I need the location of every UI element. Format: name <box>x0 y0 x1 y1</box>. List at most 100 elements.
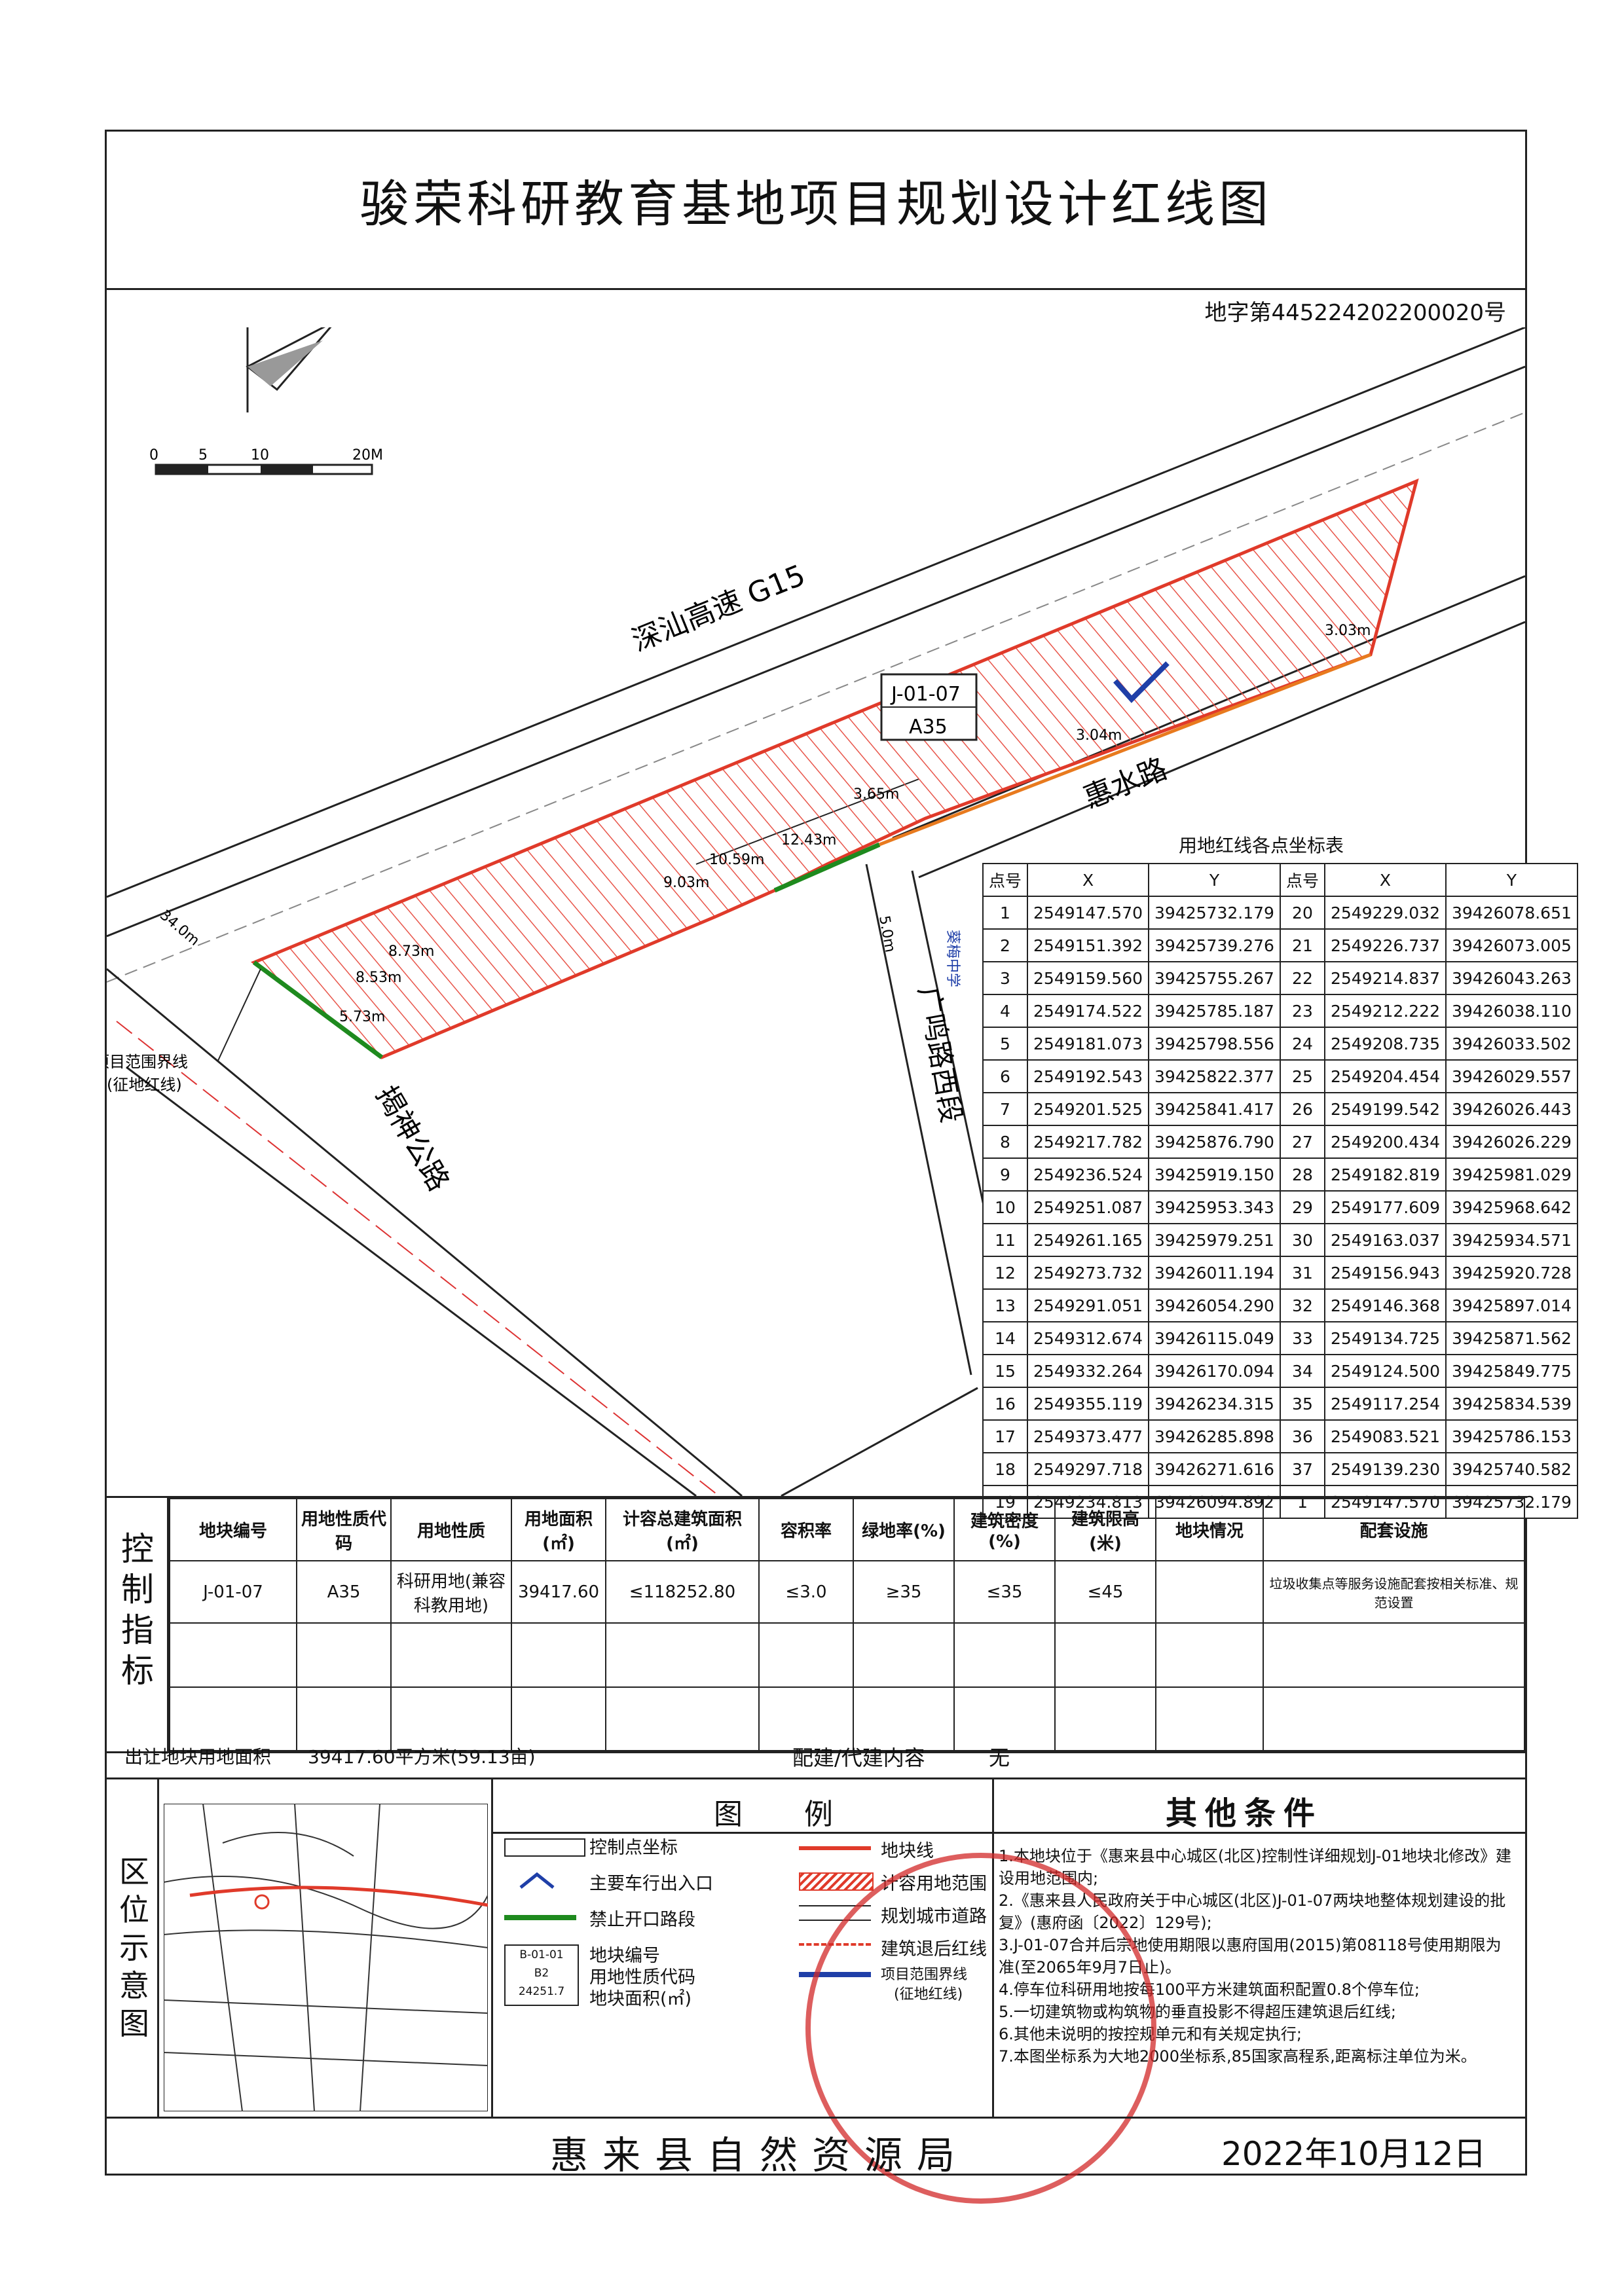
coord-cell: 39426285.898 <box>1148 1419 1281 1453</box>
coord-cell: 2549139.230 <box>1323 1452 1447 1486</box>
coord-cell: 2549212.222 <box>1323 994 1447 1028</box>
coord-cell: 2549163.037 <box>1323 1223 1447 1257</box>
coord-cell: 31 <box>1279 1256 1325 1290</box>
ctrl-header: 用地性质代码 <box>296 1498 392 1561</box>
coord-cell: 39426038.110 <box>1445 994 1578 1028</box>
coord-cell: 25 <box>1279 1059 1325 1093</box>
footer-authority: 惠来县自然资源局 <box>550 2133 970 2178</box>
coord-cell: 39426043.263 <box>1445 961 1578 995</box>
coord-cell: 9 <box>982 1157 1029 1192</box>
coord-cell: 39425919.150 <box>1148 1157 1281 1192</box>
coord-cell: 39425786.153 <box>1445 1419 1578 1453</box>
coord-header: X <box>1027 863 1150 897</box>
ctrl-cell: 科研用地(兼容科教用地) <box>390 1560 512 1624</box>
coord-cell: 2549177.609 <box>1323 1190 1447 1224</box>
coord-cell: 28 <box>1279 1157 1325 1192</box>
boundary-note-sub: (征地红线) <box>107 1076 182 1094</box>
sample-area: 24251.7 <box>518 1985 565 1998</box>
ctrl-header: 地块情况 <box>1155 1498 1264 1561</box>
coord-cell: 2549373.477 <box>1027 1419 1150 1453</box>
parcel-use: A35 <box>909 716 948 738</box>
coord-cell: 2549229.032 <box>1323 896 1447 930</box>
coord-cell: 39425740.582 <box>1445 1452 1578 1486</box>
ctrl-cell: ≤45 <box>1054 1560 1156 1624</box>
ctrl-header: 计容总建筑面积(㎡) <box>605 1498 760 1561</box>
divider <box>105 288 1527 290</box>
no-opening-icon <box>504 1915 576 1920</box>
coord-cell: 39425834.539 <box>1445 1387 1578 1421</box>
scale-label-20m: 20M <box>352 447 383 464</box>
coord-cell: 39425897.014 <box>1445 1288 1578 1322</box>
vehicle-entrance-icon <box>1113 661 1170 703</box>
coord-cell: 34 <box>1279 1354 1325 1388</box>
coord-cell: 2549156.943 <box>1323 1256 1447 1290</box>
coord-cell: 10 <box>982 1190 1029 1224</box>
ctrl-header: 建筑密度(%) <box>953 1498 1056 1561</box>
dim-label: 10.59m <box>709 852 764 868</box>
ctrl-header: 用地面积(㎡) <box>511 1498 606 1561</box>
dim-label: 9.03m <box>663 875 709 891</box>
coord-cell: 39426026.229 <box>1445 1125 1578 1159</box>
coord-cell: 33 <box>1279 1321 1325 1355</box>
dim-label: 34.0m <box>157 907 202 949</box>
coord-cell: 39425953.343 <box>1148 1190 1281 1224</box>
coord-cell: 39426033.502 <box>1445 1027 1578 1061</box>
coord-cell: 23 <box>1279 994 1325 1028</box>
transfer-extra-value: 无 <box>989 1745 1010 1770</box>
dim-label: 3.04m <box>1076 727 1122 744</box>
buildable-area-icon <box>799 1872 874 1891</box>
coord-cell: 26 <box>1279 1092 1325 1126</box>
ctrl-cell: J-01-07 <box>169 1560 297 1624</box>
transfer-extra-label: 配建/代建内容 <box>792 1745 925 1770</box>
land-number: 地字第445224202200020号 <box>1204 300 1506 326</box>
coord-cell: 2549181.073 <box>1027 1027 1150 1061</box>
coord-cell: 2549174.522 <box>1027 994 1150 1028</box>
coord-cell: 6 <box>982 1059 1029 1093</box>
coord-cell: 39426271.616 <box>1148 1452 1281 1486</box>
ctrl-cell: 垃圾收集点等服务设施配套按相关标准、规范设置 <box>1263 1560 1525 1624</box>
coord-cell: 2549273.732 <box>1027 1256 1150 1290</box>
coord-cell: 39426170.094 <box>1148 1354 1281 1388</box>
coord-cell: 39426029.557 <box>1445 1059 1578 1093</box>
coord-cell: 30 <box>1279 1223 1325 1257</box>
coord-cell: 22 <box>1279 961 1325 995</box>
coord-cell: 39426115.049 <box>1148 1321 1281 1355</box>
coord-cell: 2549214.837 <box>1323 961 1447 995</box>
coord-cell: 39425934.571 <box>1445 1223 1578 1257</box>
coord-cell: 2549146.368 <box>1323 1288 1447 1322</box>
coord-cell: 39425739.276 <box>1148 928 1281 962</box>
conditions-title: 其他条件 <box>1166 1795 1323 1832</box>
coord-cell: 35 <box>1279 1387 1325 1421</box>
guangming-road <box>781 864 1018 1496</box>
location-marker-icon <box>254 1894 270 1910</box>
coord-cell: 2549083.521 <box>1323 1419 1447 1453</box>
coord-cell: 39425822.377 <box>1148 1059 1281 1093</box>
coord-cell: 2549332.264 <box>1027 1354 1150 1388</box>
coord-cell: 8 <box>982 1125 1029 1159</box>
legend-title: 图 例 <box>714 1798 859 1831</box>
coord-cell: 39425968.642 <box>1445 1190 1578 1224</box>
coord-cell: 39425798.556 <box>1148 1027 1281 1061</box>
legend-use-code: 用地性质代码 <box>589 1967 695 1988</box>
legend-no-opening: 禁止开口路段 <box>589 1910 695 1930</box>
ctrl-cell: ≥35 <box>853 1560 955 1624</box>
coord-cell: 2549151.392 <box>1027 928 1150 962</box>
coord-header: Y <box>1148 863 1281 897</box>
ctrl-cell: ≤35 <box>953 1560 1056 1624</box>
coord-cell: 2549199.542 <box>1323 1092 1447 1126</box>
coord-cell: 1 <box>982 896 1029 930</box>
coord-cell: 2549291.051 <box>1027 1288 1150 1322</box>
coord-cell: 39426234.315 <box>1148 1387 1281 1421</box>
coord-cell: 39425849.775 <box>1445 1354 1578 1388</box>
legend-entrance: 主要车行出入口 <box>589 1874 713 1894</box>
coord-cell: 36 <box>1279 1419 1325 1453</box>
